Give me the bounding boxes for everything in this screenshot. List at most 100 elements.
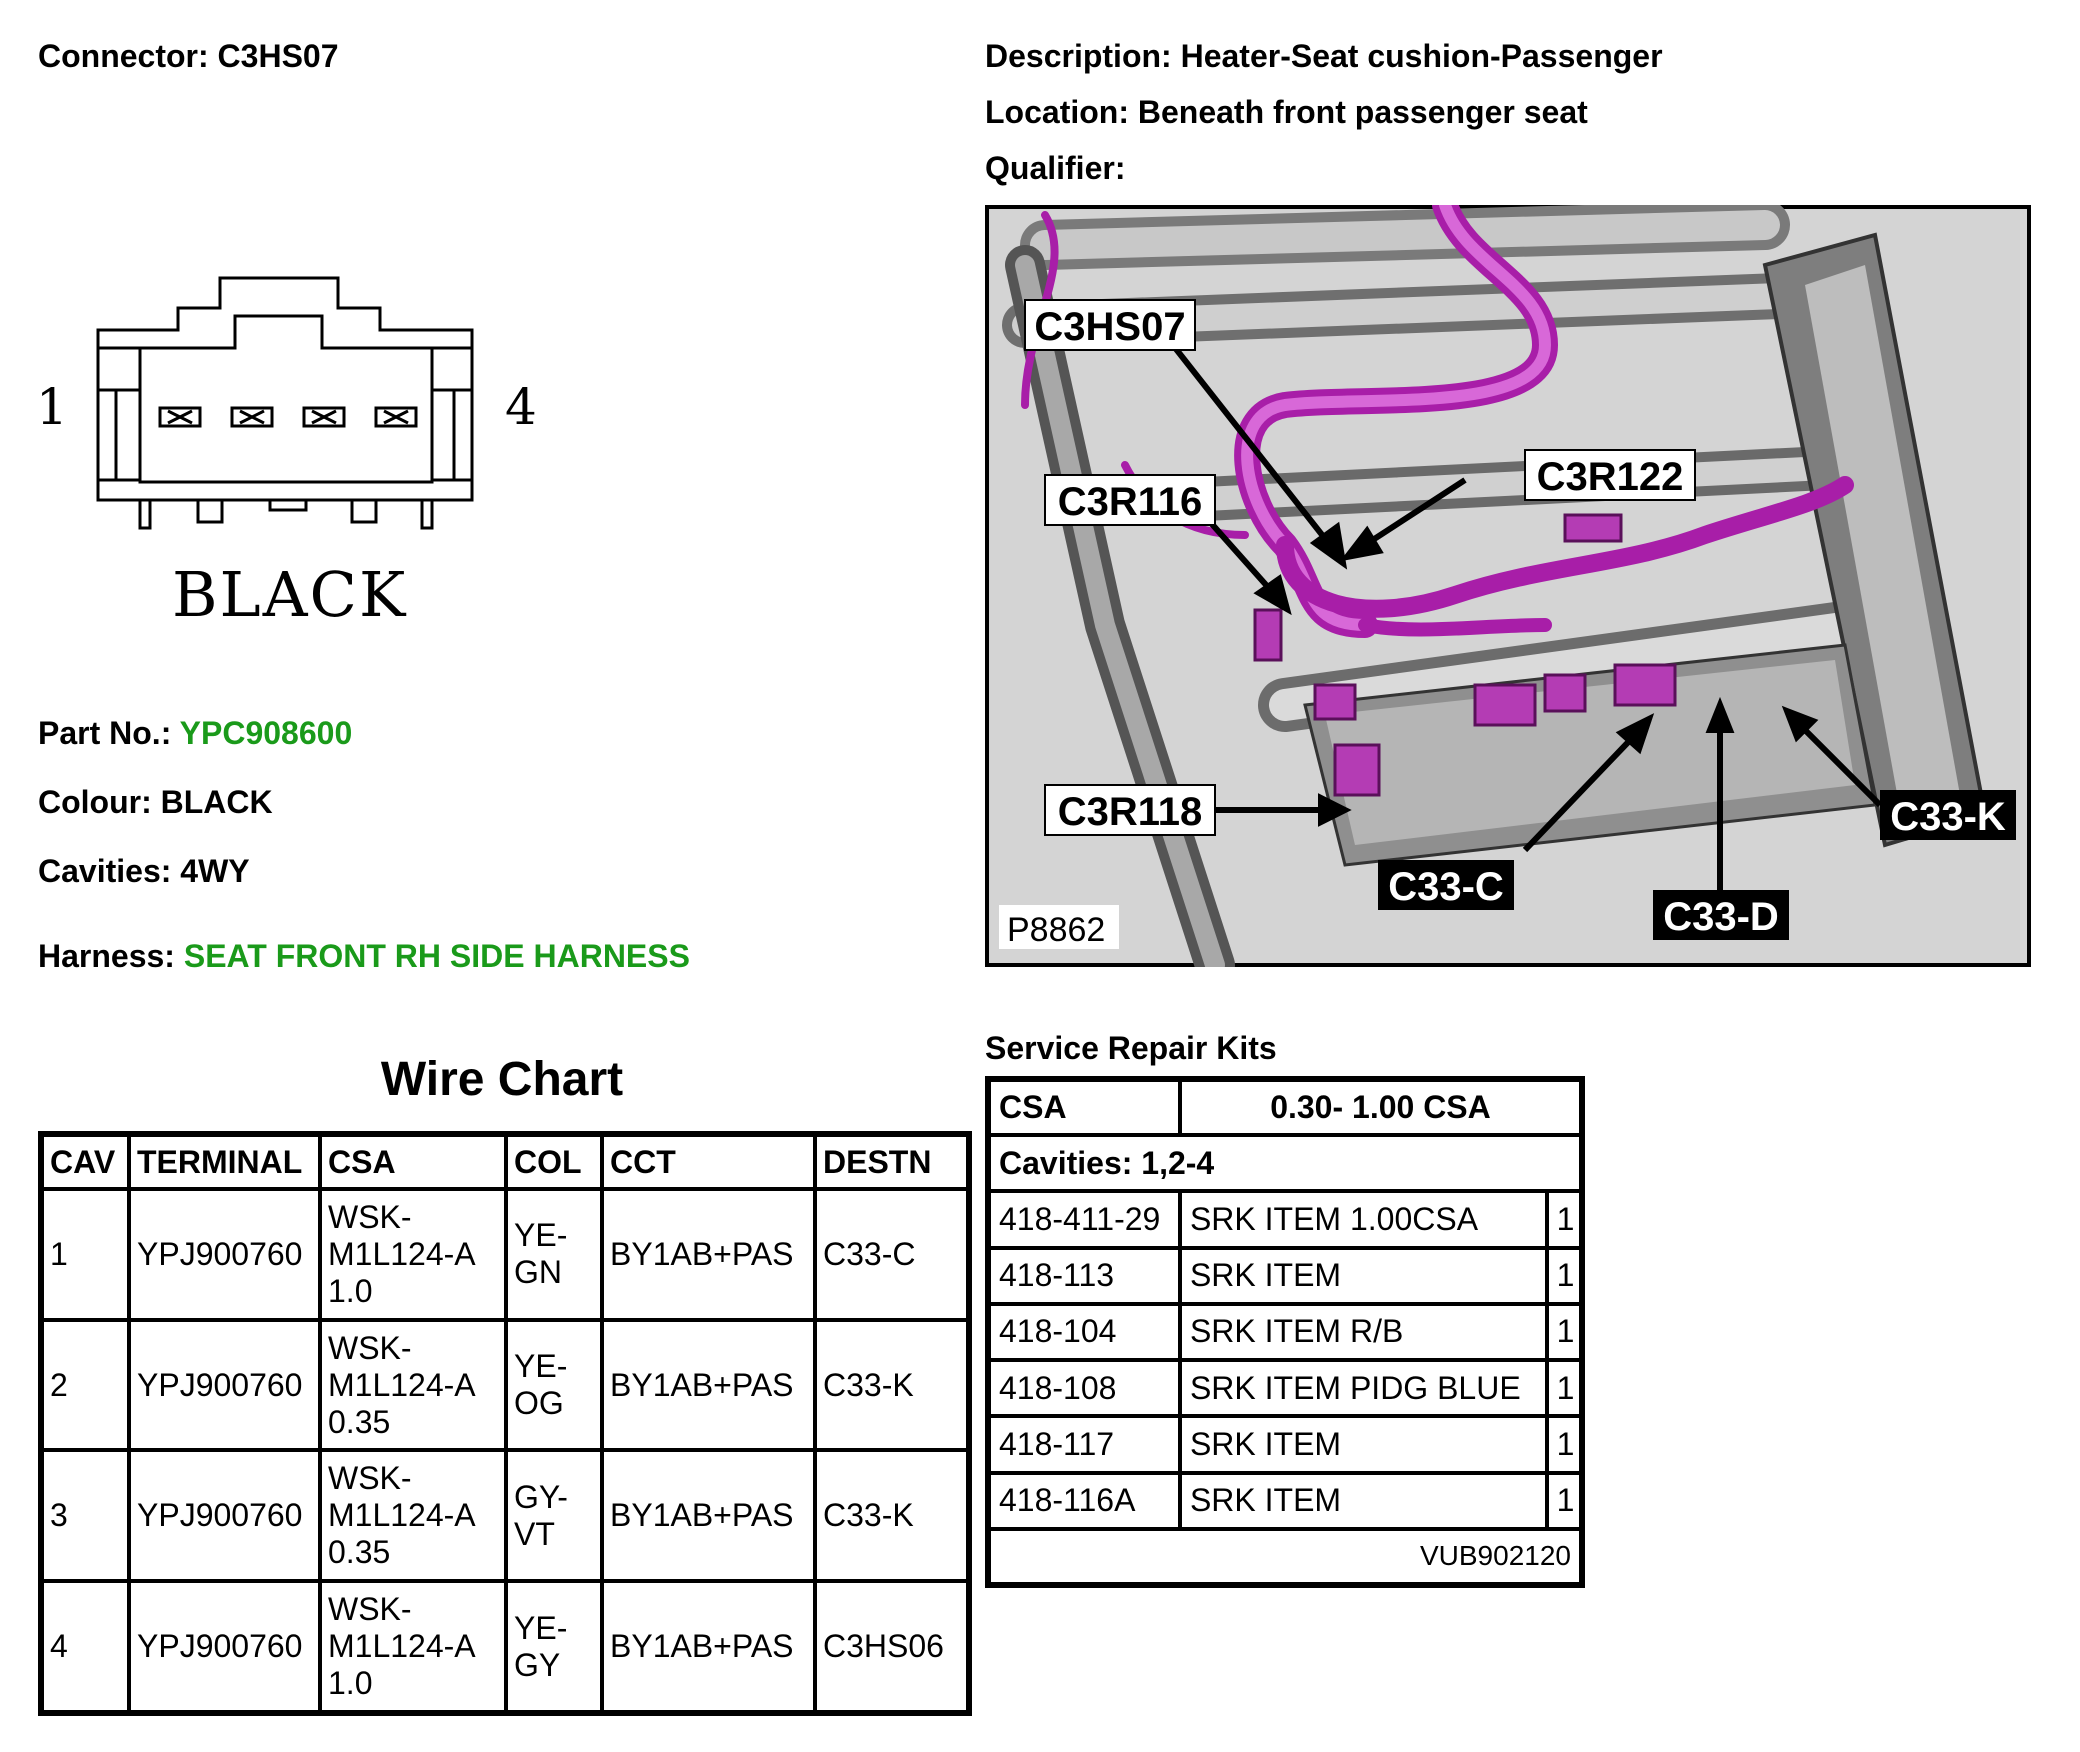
csa-line: WSK- [328, 1591, 412, 1628]
terminal-3 [302, 406, 346, 428]
kit-part: 418-113 [986, 1245, 1182, 1306]
cell-terminal: YPJ900760 [127, 1579, 322, 1715]
header-cav: CAV [39, 1132, 131, 1191]
header-cct: CCT [600, 1132, 817, 1191]
kit-qty: 1 [1544, 1470, 1585, 1531]
connector-inner-cavity [138, 314, 434, 484]
kit-qty: 1 [1544, 1358, 1585, 1419]
col-line: GY- [514, 1478, 568, 1515]
left-rib [96, 388, 142, 482]
csa-line: 0.35 [328, 1403, 391, 1440]
cell-terminal: YPJ900760 [127, 1448, 322, 1584]
list-item: 418-113 SRK ITEM 1 [986, 1245, 1585, 1306]
connector-label: Connector: [38, 38, 209, 74]
kit-desc: SRK ITEM [1177, 1470, 1549, 1531]
callout-c33-k: C33-K [1890, 795, 2006, 839]
cell-cav: 2 [39, 1317, 131, 1453]
kit-qty: 1 [1544, 1414, 1585, 1475]
terminal-1 [158, 406, 202, 428]
kit-desc: SRK ITEM [1177, 1245, 1549, 1306]
photo-ref: P8862 [1007, 911, 1105, 949]
cell-destn: C33-C [813, 1187, 971, 1322]
list-item: 418-411-29 SRK ITEM 1.00CSA 1 [986, 1189, 1585, 1250]
connector-field: Connector: C3HS07 [38, 38, 339, 75]
location-field: Location: Beneath front passenger seat [985, 94, 1588, 131]
cell-col: YE-GN [504, 1187, 604, 1322]
kit-part: 418-108 [986, 1358, 1182, 1419]
col-line: YE- [514, 1348, 568, 1385]
callout-c3hs07: C3HS07 [1034, 305, 1185, 349]
location-photo: C3HS07 C3R122 C3R116 C3R118 C33-K C33-C … [985, 205, 2031, 967]
part-no-value: YPC908600 [179, 715, 353, 751]
cell-cct: BY1AB+PAS [600, 1579, 817, 1715]
kit-desc: SRK ITEM 1.00CSA [1177, 1189, 1549, 1250]
cell-destn: C3HS06 [813, 1579, 971, 1715]
list-item: 418-104 SRK ITEM R/B 1 [986, 1301, 1585, 1363]
location-label: Location: [985, 94, 1129, 130]
terminal-4 [374, 406, 418, 428]
cell-terminal: YPJ900760 [127, 1187, 322, 1322]
cavities-field: Cavities: 4WY [38, 853, 250, 890]
cell-cct: BY1AB+PAS [600, 1317, 817, 1453]
callout-c33-d: C33-D [1663, 895, 1779, 939]
pin-label-left: 1 [36, 378, 68, 436]
csa-line: WSK- [328, 1460, 412, 1497]
csa-line: 1.0 [328, 1665, 373, 1702]
csa-line: M1L124-A [328, 1366, 476, 1403]
connector-value: C3HS07 [217, 38, 339, 74]
part-no-field: Part No.: YPC908600 [38, 715, 352, 752]
cell-col: YE-OG [504, 1317, 604, 1453]
kits-footer-row: VUB902120 [986, 1526, 1584, 1588]
cell-col: YE-GY [504, 1579, 604, 1715]
csa-line: 1.0 [328, 1272, 373, 1309]
kit-qty: 1 [1544, 1189, 1585, 1250]
cell-cav: 4 [39, 1579, 131, 1715]
kit-part: 418-104 [986, 1301, 1182, 1363]
kit-qty: 1 [1544, 1301, 1585, 1363]
csa-line: M1L124-A [328, 1497, 476, 1534]
csa-range: 0.30- 1.00 CSA [1177, 1076, 1585, 1138]
callout-c3r116: C3R116 [1058, 480, 1203, 524]
header-csa: CSA [318, 1132, 508, 1191]
cell-cav: 3 [39, 1448, 131, 1584]
csa-line: WSK- [328, 1329, 412, 1366]
wire-chart-table: CAV TERMINAL CSA COL CCT DESTN 1 YPJ9007… [38, 1131, 972, 1716]
terminal-2 [230, 406, 274, 428]
csa-line: 0.35 [328, 1534, 391, 1571]
cell-col: GY-VT [504, 1448, 604, 1584]
col-line: YE- [514, 1609, 568, 1646]
kit-part: 418-116A [986, 1470, 1182, 1531]
harness-label: Harness: [38, 938, 175, 974]
cell-destn: C33-K [813, 1448, 971, 1584]
description-value: Heater-Seat cushion-Passenger [1180, 38, 1663, 74]
diagram-colour-label: BLACK [172, 558, 408, 631]
csa-line: M1L124-A [328, 1628, 476, 1665]
harness-value: SEAT FRONT RH SIDE HARNESS [183, 938, 690, 974]
col-line: GY [514, 1646, 561, 1683]
kit-desc: SRK ITEM PIDG BLUE [1177, 1358, 1549, 1419]
part-no-label: Part No.: [38, 715, 172, 751]
harness-field: Harness: SEAT FRONT RH SIDE HARNESS [38, 938, 690, 975]
location-value: Beneath front passenger seat [1137, 94, 1588, 130]
csa-row: CSA 0.30- 1.00 CSA [986, 1076, 1585, 1138]
col-line: GN [514, 1254, 562, 1291]
cell-cct: BY1AB+PAS [600, 1448, 817, 1584]
kit-qty: 1 [1544, 1245, 1585, 1306]
cell-destn: C33-K [813, 1317, 971, 1453]
list-item: 418-108 SRK ITEM PIDG BLUE 1 [986, 1358, 1585, 1419]
header-destn: DESTN [813, 1132, 971, 1191]
callout-c3r118: C3R118 [1058, 790, 1203, 834]
wire-chart-header-row: CAV TERMINAL CSA COL CCT DESTN [39, 1132, 971, 1191]
kits-cavities: Cavities: 1,2-4 [986, 1133, 1584, 1194]
qualifier-label: Qualifier: [985, 150, 1126, 186]
col-line: YE- [514, 1217, 568, 1254]
description-field: Description: Heater-Seat cushion-Passeng… [985, 38, 1663, 75]
kit-part: 418-117 [986, 1414, 1182, 1475]
